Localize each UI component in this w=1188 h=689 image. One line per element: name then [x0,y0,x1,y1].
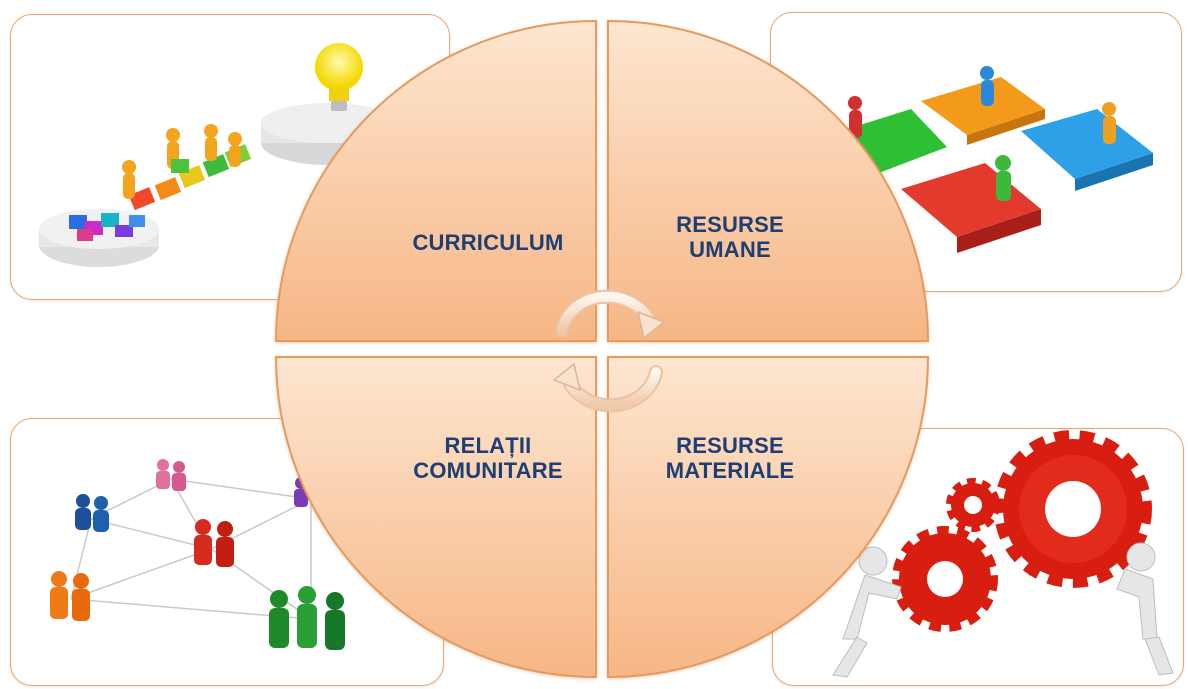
lightbulb-icon [315,43,363,111]
social-network-illustration [50,459,345,650]
quadrant-resurse-umane [607,19,930,342]
people-pushing-gears-illustration [832,430,1174,678]
label-line: UMANE [689,237,771,262]
quadrant-label-resurse-materiale: RESURSE MATERIALE [620,433,840,483]
label-line: RESURSE [676,212,784,237]
quadrant-label-curriculum: CURRICULUM [378,230,598,255]
label-line: RELAȚII [444,433,532,458]
medium-gear-icon [892,526,998,632]
quadrant-relatii-comunitare [274,356,597,679]
network-people [50,459,345,650]
label-line: RESURSE [676,433,784,458]
quadrant-resurse-materiale [607,356,930,679]
quadrant-curriculum [274,19,597,342]
small-gear-icon [946,478,1000,532]
label-line: COMUNITARE [413,458,563,483]
pushing-figures [832,542,1174,678]
quadrant-label-relatii-comunitare: RELAȚII COMUNITARE [378,433,598,483]
people-on-puzzle-illustration [841,66,1153,253]
quadrant-label-resurse-umane: RESURSE UMANE [620,212,840,262]
gear-icon [994,430,1152,588]
puzzle-bridge [128,144,252,211]
label-curriculum: CURRICULUM [412,230,564,255]
cycle-arrow-bottom-icon [552,362,663,413]
cycle-arrow-top-icon [555,289,666,340]
label-line: MATERIALE [665,458,795,483]
person-figures [848,66,1116,201]
puzzle-pieces-pile [69,213,145,241]
